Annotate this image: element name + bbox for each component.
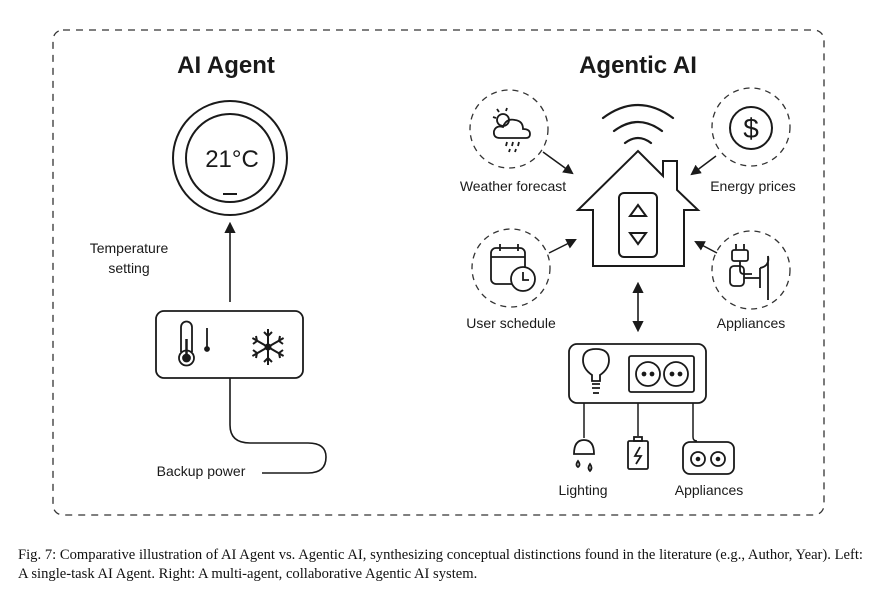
appliances-device-label: Appliances — [675, 482, 744, 498]
appliances-arrow — [694, 241, 718, 254]
energy-arrow — [690, 155, 717, 176]
appliances-node — [711, 230, 791, 310]
caption-text: Fig. 7: Comparative illustration of AI A… — [18, 547, 863, 582]
battery-icon — [627, 436, 649, 470]
calendar-clock-icon — [490, 244, 536, 292]
appliances-input-label: Appliances — [717, 315, 786, 331]
wifi-icon — [601, 103, 675, 145]
thermostat-icon — [172, 100, 288, 216]
weather-cloud-sun-rain-icon — [492, 107, 531, 153]
energy-node — [711, 87, 791, 167]
figure-diagram: AI Agent 21°C Temperature setting — [52, 29, 825, 516]
temperature-setting-label-1: Temperature — [90, 240, 169, 256]
snowflake-icon — [251, 329, 285, 365]
control-panel — [155, 310, 304, 379]
appliance-plug-icon — [729, 244, 770, 300]
svg-text:$: $ — [743, 113, 759, 144]
dollar-coin-icon: $ — [729, 106, 773, 150]
weather-forecast-label: Weather forecast — [460, 178, 566, 194]
smart-home-icon — [575, 149, 701, 267]
double-socket-icon — [628, 355, 695, 393]
wire-appliances — [692, 403, 698, 442]
temperature-setting-label-2: setting — [108, 260, 149, 276]
light-bulb-icon — [582, 348, 610, 394]
ai-agent-title: AI Agent — [177, 52, 275, 79]
lighting-label: Lighting — [558, 482, 607, 498]
schedule-arrow — [548, 239, 577, 254]
energy-prices-label: Energy prices — [710, 178, 796, 194]
power-cable — [229, 378, 327, 474]
weather-node — [469, 89, 549, 169]
ceiling-light-icon — [573, 439, 595, 473]
schedule-node — [471, 228, 551, 308]
weather-arrow — [542, 151, 574, 175]
figure-caption: Fig. 7: Comparative illustration of AI A… — [18, 546, 863, 584]
socket-icon — [682, 441, 735, 475]
thermostat-temperature: 21°C — [205, 146, 259, 173]
backup-power-label: Backup power — [157, 463, 246, 479]
ai-agent-panel: AI Agent 21°C Temperature setting — [90, 52, 327, 479]
user-schedule-label: User schedule — [466, 315, 556, 331]
thermometer-icon — [178, 320, 210, 367]
agentic-ai-title: Agentic AI — [579, 52, 697, 79]
agentic-ai-panel: Agentic AI Weather forecast $ — [460, 52, 796, 498]
